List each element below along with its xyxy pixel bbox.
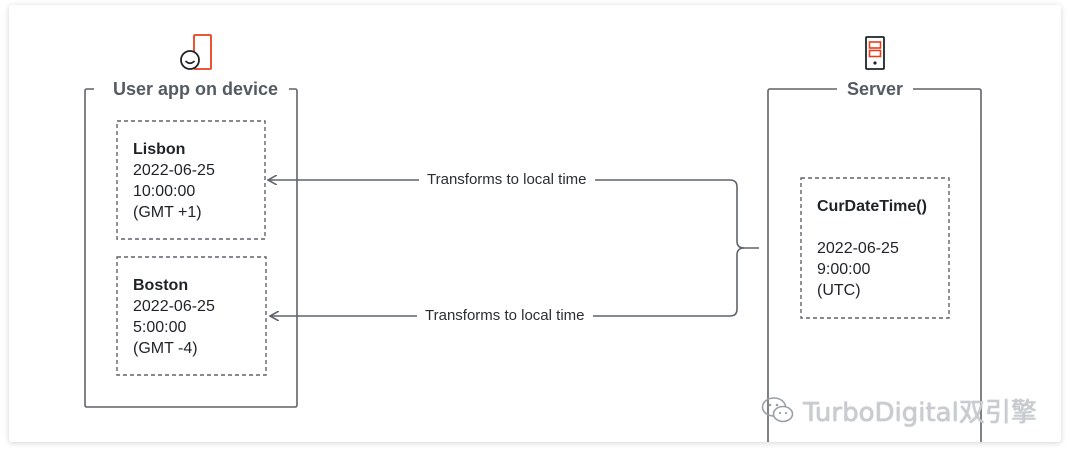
server-date: 2022-06-25 xyxy=(817,240,899,257)
wechat-icon xyxy=(761,397,794,423)
phone-user-icon xyxy=(180,34,212,70)
server-function-content: CurDateTime() 2022-06-25 9:00:00 (UTC) xyxy=(817,196,927,301)
lisbon-box-content: Lisbon 2022-06-25 10:00:00 (GMT +1) xyxy=(133,139,215,223)
server-function-name: CurDateTime() xyxy=(817,198,927,215)
server-function-box xyxy=(800,177,950,319)
edge-label-lisbon: Transforms to local time xyxy=(419,171,595,189)
server-group-frame xyxy=(767,88,982,442)
edge-label-boston: Transforms to local time xyxy=(417,307,593,325)
lisbon-city: Lisbon xyxy=(133,141,186,158)
server-zone: (UTC) xyxy=(817,282,861,299)
server-time: 9:00:00 xyxy=(817,261,871,278)
device-group-frame xyxy=(84,88,298,408)
lisbon-date: 2022-06-25 xyxy=(133,162,215,179)
edge-to-lisbon xyxy=(269,180,759,249)
server-group-title: Server xyxy=(837,78,914,100)
boston-zone: (GMT -4) xyxy=(133,340,198,357)
diagram-canvas: User app on device Server Lisbon 2022-06… xyxy=(9,5,1061,442)
diagram-svg xyxy=(84,34,982,442)
watermark-text: TurboDigital双引擎 xyxy=(803,397,1037,428)
lisbon-zone: (GMT +1) xyxy=(133,204,202,221)
boston-box-content: Boston 2022-06-25 5:00:00 (GMT -4) xyxy=(133,275,215,359)
watermark: TurboDigital双引擎 xyxy=(761,390,1037,430)
boston-date: 2022-06-25 xyxy=(133,298,215,315)
device-group-title: User app on device xyxy=(103,78,289,100)
edge-to-boston xyxy=(271,247,745,316)
boston-time: 5:00:00 xyxy=(133,319,187,336)
lisbon-time: 10:00:00 xyxy=(133,183,196,200)
lisbon-box xyxy=(116,120,266,240)
boston-city: Boston xyxy=(133,277,189,294)
server-icon xyxy=(865,36,885,70)
